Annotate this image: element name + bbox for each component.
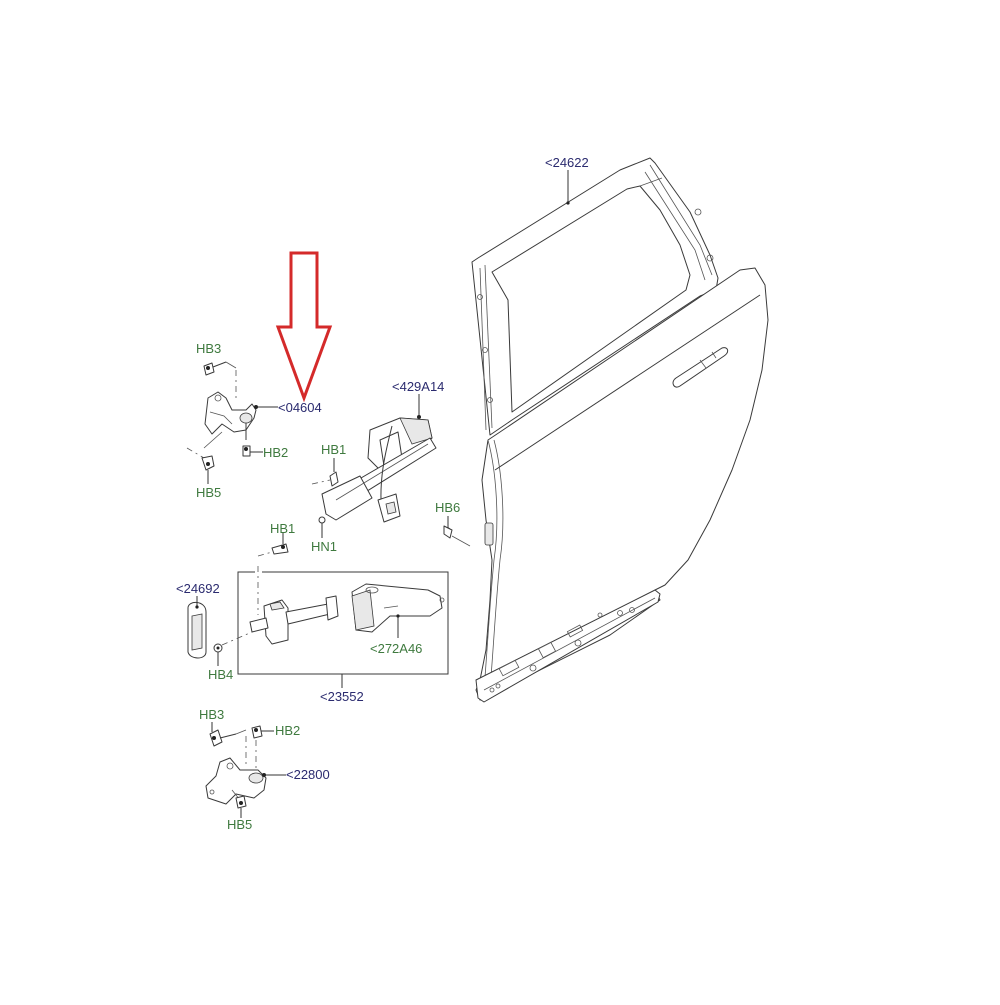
- label-check-strap-cover[interactable]: <24692: [176, 581, 220, 596]
- label-check-hb1[interactable]: HB1: [270, 521, 296, 536]
- label-upper-hinge-hb3[interactable]: HB3: [196, 341, 222, 356]
- label-upper-hinge-hb2[interactable]: HB2: [263, 445, 289, 460]
- check-strap-assembly[interactable]: [187, 533, 449, 688]
- highlight-arrow: [275, 251, 333, 403]
- label-check-strap-assembly[interactable]: <23552: [320, 689, 364, 704]
- door-shell[interactable]: [471, 157, 769, 703]
- label-door-shell[interactable]: <24622: [545, 155, 589, 170]
- upper-hinge[interactable]: [186, 361, 278, 484]
- label-lower-hinge-hb5[interactable]: HB5: [227, 817, 253, 832]
- label-check-hb4[interactable]: HB4: [208, 667, 234, 682]
- label-latch-hn1[interactable]: HN1: [311, 539, 338, 554]
- label-latch-hb1[interactable]: HB1: [321, 442, 347, 457]
- label-hb6[interactable]: HB6: [435, 500, 461, 515]
- hb6-fastener[interactable]: [443, 516, 471, 547]
- label-upper-hinge[interactable]: <04604: [278, 400, 322, 415]
- lower-hinge[interactable]: [205, 722, 286, 818]
- label-lower-hinge-hb2[interactable]: HB2: [275, 723, 301, 738]
- label-check-strap-housing[interactable]: <272A46: [370, 641, 423, 656]
- latch-assembly[interactable]: [311, 394, 437, 538]
- label-lower-hinge[interactable]: <22800: [286, 767, 330, 782]
- label-lower-hinge-hb3[interactable]: HB3: [199, 707, 225, 722]
- label-latch[interactable]: <429A14: [392, 379, 445, 394]
- label-upper-hinge-hb5[interactable]: HB5: [196, 485, 222, 500]
